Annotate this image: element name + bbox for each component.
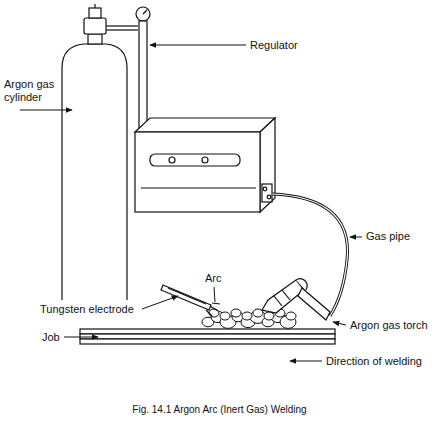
direction-label: Direction of welding [326,355,422,368]
part-label: Argon gas cylinder [4,78,62,104]
leader-arrow [142,296,178,309]
part-label: Gas pipe [366,230,410,243]
box-side [260,118,275,212]
leader-arrow [350,237,362,238]
electrode-core [168,288,206,304]
box-line [141,187,256,188]
box-top [135,118,275,132]
arc-spark [206,303,220,316]
slot-knob [169,157,175,163]
regulator-column [139,21,147,131]
tungsten-electrode [161,285,211,310]
flow-meter-slot [150,154,240,166]
torch-ring [274,290,290,306]
bead-ripple [220,312,230,320]
leader-line [214,287,215,302]
cylinder-neck [88,34,102,44]
regulator-pipe [106,25,138,26]
weld-bead [202,309,296,328]
leader-arrow [150,45,246,46]
slot-knob [202,157,208,163]
control-box [135,132,260,212]
regulator-pipe [106,29,138,30]
torch-handle [298,288,330,320]
bead-ripple [286,312,296,320]
leader-arrow [333,322,346,325]
bead-ripple [231,309,241,317]
cylinder-valve [84,18,106,34]
part-label: Tungsten electrode [40,303,134,316]
terminal [267,195,271,199]
part-label: Job [42,331,60,344]
job-plate [80,334,335,339]
bead-ripple [264,312,274,320]
valve-stem [94,4,95,8]
part-label: Arc [205,272,222,285]
gas-cylinder [62,44,127,300]
part-label: Argon gas torch [350,319,428,332]
regulator-gauge [136,7,150,21]
gauge-needle [143,10,147,14]
job-plate [80,329,335,334]
leader-arrow [20,110,72,111]
terminal [263,187,267,191]
job-plate [80,339,335,344]
figure-caption: Fig. 14.1 Argon Arc (Inert Gas) Welding [0,404,439,415]
valve-handwheel [89,8,101,18]
direction-arrow [290,361,322,362]
bead-ripple [242,312,252,320]
terminal-plate [262,184,272,202]
leader-arrow [64,337,98,338]
part-label: Regulator [250,39,298,52]
